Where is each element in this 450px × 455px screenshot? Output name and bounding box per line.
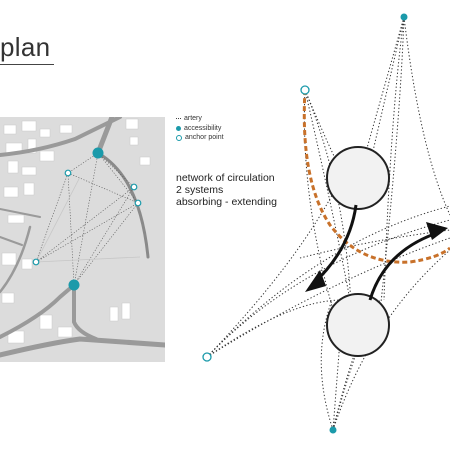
site-map: [0, 117, 165, 362]
artery-line: [304, 89, 346, 179]
artery-line: [377, 16, 405, 331]
artery-line: [304, 89, 351, 301]
legend-item-anchor-point: anchor point: [176, 133, 224, 143]
page-title: plan: [0, 32, 51, 62]
filled-dot-icon: [176, 125, 181, 131]
dotted-line-icon: [176, 118, 181, 120]
title-underline: [0, 64, 54, 65]
artery-line: [383, 16, 405, 301]
circulation-diagram: [196, 0, 450, 450]
description-line: network of circulation: [176, 172, 275, 184]
extending-arrowhead: [426, 222, 448, 240]
legend-item-artery: artery: [176, 114, 224, 124]
artery-line: [206, 299, 343, 358]
description-line: absorbing - extending: [176, 196, 277, 208]
lower-circulation-circle: [326, 293, 390, 357]
accessibility-node-south: [68, 279, 80, 291]
artery-line: [206, 237, 450, 358]
accessibility-node-north: [92, 147, 104, 159]
accessibility-node: [400, 13, 408, 21]
artery-line: [206, 179, 341, 358]
artery-line: [332, 339, 341, 431]
upper-circulation-circle: [326, 146, 390, 210]
accessibility-node: [329, 426, 337, 434]
artery-line: [332, 349, 357, 431]
absorbing-arrowhead: [305, 270, 326, 292]
anchor-point-node: [202, 352, 212, 362]
orange-dashed-path: [302, 89, 450, 264]
extending-arrow: [368, 230, 441, 301]
legend: artery accessibility anchor point: [176, 114, 224, 143]
artery-line: [303, 89, 337, 321]
legend-item-accessibility: accessibility: [176, 124, 224, 134]
anchor-point-node: [300, 85, 310, 95]
description: network of circulation 2 systems absorbi…: [176, 172, 277, 208]
artery-line: [403, 16, 450, 216]
ring-icon: [176, 134, 182, 141]
description-line: 2 systems: [176, 184, 224, 196]
artery-line: [299, 229, 450, 259]
